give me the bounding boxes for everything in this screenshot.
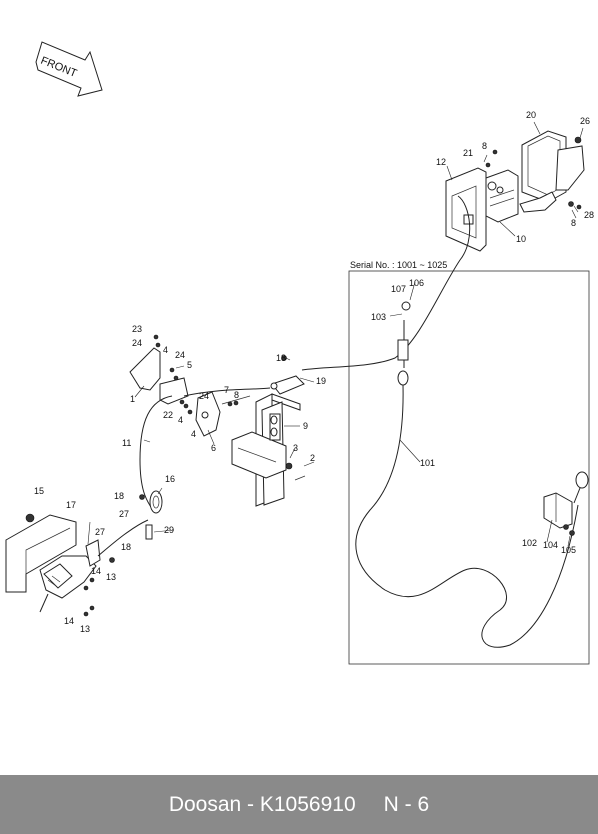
callout-20: 20: [526, 110, 536, 120]
callout-18: 18: [114, 491, 124, 501]
cable-101: [355, 301, 579, 648]
callout-26: 26: [580, 116, 590, 126]
callout-12: 12: [436, 157, 446, 167]
callout-105: 105: [561, 545, 576, 555]
callout-19: 19: [316, 376, 326, 386]
callout-13: 13: [106, 572, 116, 582]
callout-4: 4: [178, 415, 183, 425]
actuator-assembly: [5, 513, 149, 617]
callout-3: 3: [293, 443, 298, 453]
callout-17: 17: [66, 500, 76, 510]
callout-106: 106: [409, 278, 424, 288]
callout-4: 4: [191, 429, 196, 439]
callout-7: 7: [224, 385, 229, 395]
callout-5: 5: [187, 360, 192, 370]
footer-bar: Doosan - K1056910 N - 6: [0, 775, 598, 834]
callout-24: 24: [132, 338, 142, 348]
knob-assembly: [543, 471, 589, 536]
front-arrow: FRONT: [35, 41, 103, 97]
leader-lines: [87, 121, 584, 547]
callout-labels: 12 21 8 20 26 10 8 28 107 106 103 101 10…: [34, 110, 594, 634]
cable-11: [139, 395, 173, 511]
serial-box-label: Serial No. : 1001 ~ 1025: [350, 260, 447, 270]
callout-24: 24: [199, 391, 209, 401]
callout-21: 21: [463, 148, 473, 158]
callout-27: 27: [95, 527, 105, 537]
main-cable: [301, 195, 471, 371]
callout-11: 11: [122, 438, 131, 448]
callout-107: 107: [391, 284, 406, 294]
callout-10: 10: [516, 234, 526, 244]
callout-103: 103: [371, 312, 386, 322]
callout-29: 29: [164, 525, 174, 535]
callout-13: 13: [80, 624, 90, 634]
clamp-assembly: [139, 490, 163, 540]
callout-16: 16: [165, 474, 175, 484]
callout-22: 22: [163, 410, 173, 420]
callout-104: 104: [543, 540, 558, 550]
controller-assembly: [445, 130, 585, 252]
callout-8: 8: [571, 218, 576, 228]
parts-diagram: FRONT Serial No. : 1001 ~ 1025: [5, 41, 594, 665]
callout-9: 9: [303, 421, 308, 431]
footer-caption: Doosan - K1056910: [168, 792, 356, 816]
footer-page-number: N - 6: [383, 792, 430, 816]
callout-102: 102: [522, 538, 537, 548]
callout-18: 18: [121, 542, 131, 552]
callout-15: 15: [34, 486, 44, 496]
callout-14: 14: [91, 566, 101, 576]
callout-18: 18: [276, 353, 286, 363]
bracket-assembly: [129, 334, 271, 437]
callout-1: 1: [130, 394, 135, 404]
callout-27: 27: [119, 509, 129, 519]
callout-14: 14: [64, 616, 74, 626]
callout-6: 6: [211, 443, 216, 453]
serial-box: [348, 270, 590, 665]
pedal-assembly: [231, 355, 306, 507]
callout-8: 8: [234, 390, 239, 400]
callout-4: 4: [163, 345, 168, 355]
callout-28: 28: [584, 210, 594, 220]
callout-101: 101: [420, 458, 435, 468]
front-arrow-label: FRONT: [39, 55, 79, 80]
callout-8: 8: [482, 141, 487, 151]
callout-2: 2: [310, 453, 315, 463]
callout-23: 23: [132, 324, 142, 334]
callout-24: 24: [175, 350, 185, 360]
